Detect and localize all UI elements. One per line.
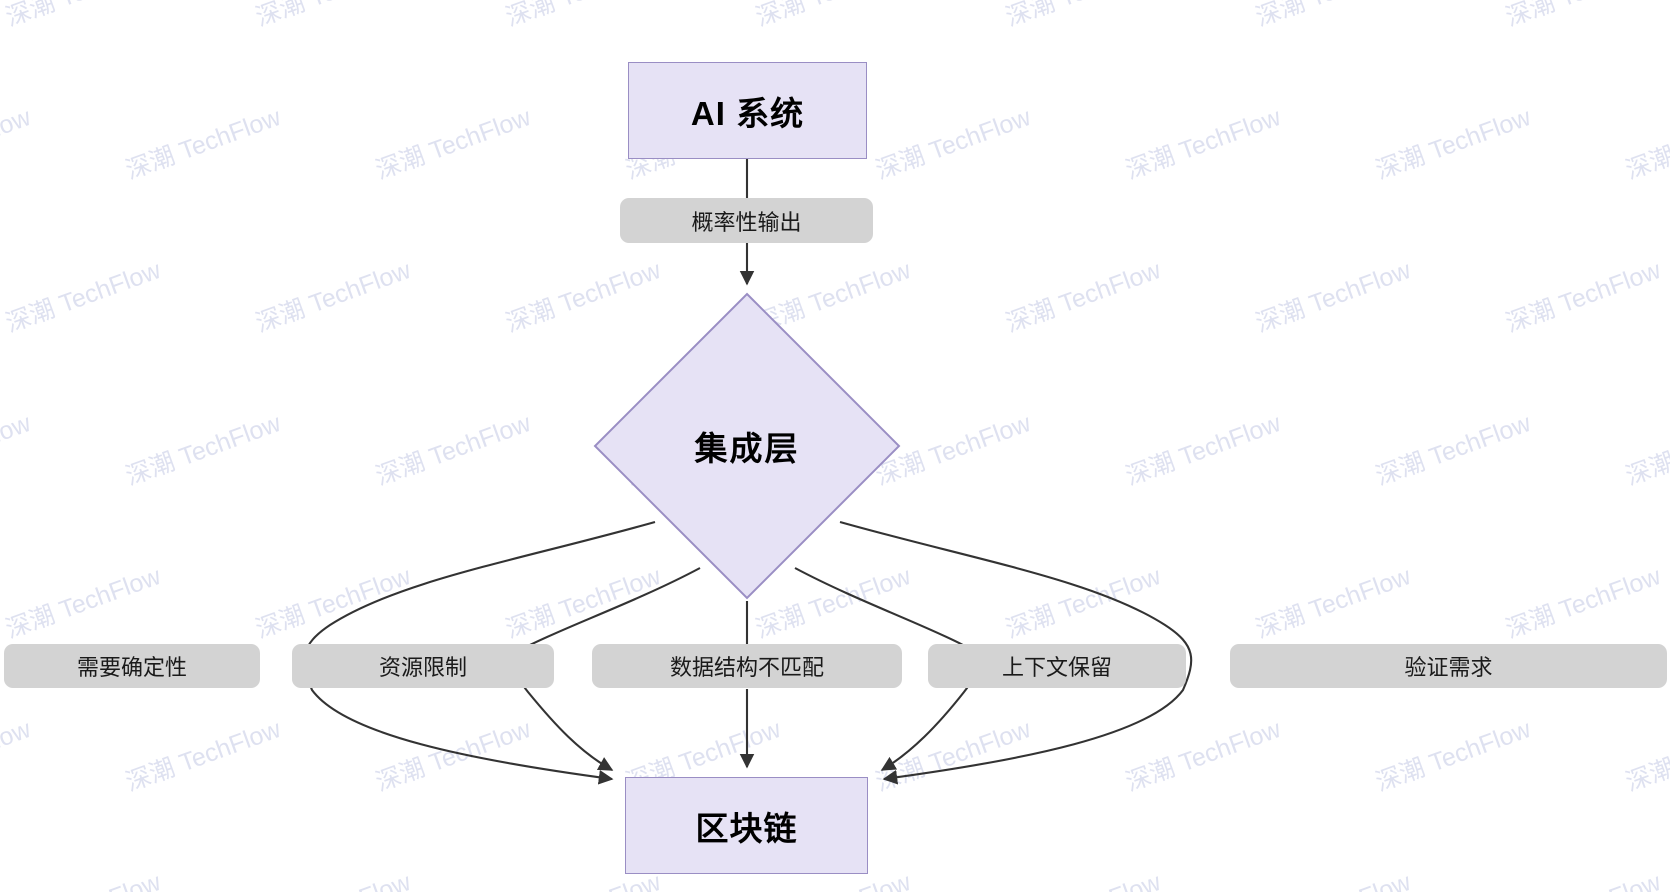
node-integration-layer[interactable]: 集成层 — [592, 291, 902, 601]
edge-label-resource-constraint: 资源限制 — [292, 644, 554, 688]
edge-label-text: 数据结构不匹配 — [669, 655, 824, 680]
edge-label-verification-requirement: 验证需求 — [1230, 644, 1667, 688]
edge-label-text: 上下文保留 — [1001, 655, 1112, 680]
edge-label-context-preservation: 上下文保留 — [928, 644, 1186, 688]
node-ai-system-label: AI 系统 — [690, 94, 805, 132]
edge-label-probabilistic-output: 概率性输出 — [620, 198, 873, 243]
edge-label-text: 需要确定性 — [76, 655, 187, 680]
edge-label-text: 资源限制 — [378, 655, 467, 680]
edge-label-text: 概率性输出 — [691, 209, 802, 235]
edge-label-data-structure-mismatch: 数据结构不匹配 — [592, 644, 902, 688]
diamond-shape — [593, 292, 901, 600]
edge-integration-to-blockchain-verify — [839, 520, 1193, 785]
edge-label-text: 验证需求 — [1404, 655, 1493, 680]
node-integration-layer-label: 集成层 — [694, 430, 800, 467]
node-blockchain-label: 区块链 — [695, 809, 798, 847]
edge-label-determinism-required: 需要确定性 — [4, 644, 260, 688]
node-ai-system[interactable]: AI 系统 — [628, 62, 867, 159]
node-blockchain[interactable]: 区块链 — [625, 777, 868, 874]
